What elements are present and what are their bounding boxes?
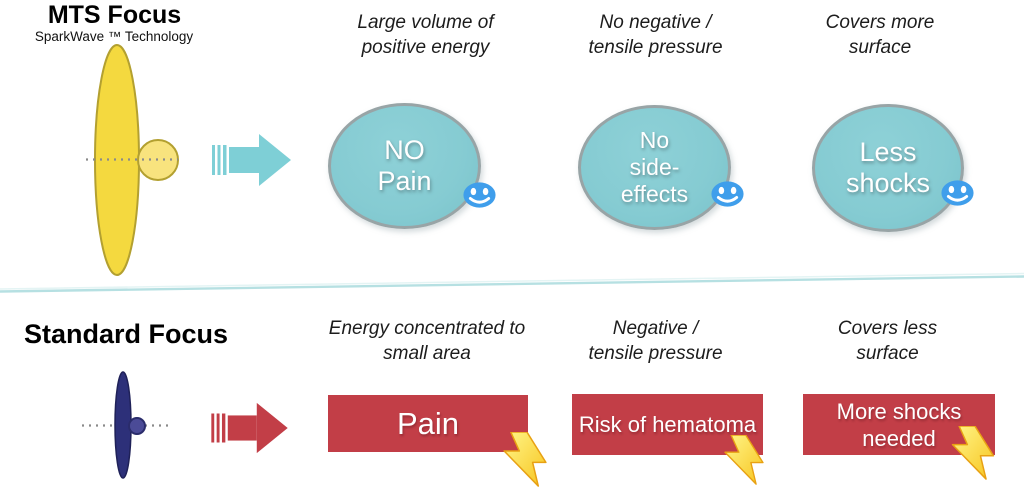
mts-focus-title: MTS Focus xyxy=(47,1,182,29)
top-label-2-line2: tensile pressure xyxy=(588,37,723,58)
mts-wave-shape xyxy=(86,44,179,276)
top-label-3: Covers more surface xyxy=(790,10,970,60)
bubble-1-line2: Pain xyxy=(377,166,432,196)
top-label-1: Large volume of positive energy xyxy=(318,10,533,60)
box-1-line1: Pain xyxy=(396,405,460,441)
box-3-line1: More shocks xyxy=(836,398,962,424)
mts-focus-subtitle: SparkWave ™ Technology xyxy=(34,29,194,44)
bubble-2-line2: side- xyxy=(629,154,680,180)
smiley-face-icon xyxy=(463,182,496,208)
bubble-3-line1: Less xyxy=(859,137,917,167)
standard-focal-zone-circle xyxy=(128,417,146,435)
box-2-line1: Risk of hematoma xyxy=(578,411,757,437)
top-label-3-line1: Covers more xyxy=(825,12,935,33)
standard-right-arrow-icon xyxy=(211,402,288,454)
smiley-face-icon xyxy=(941,180,974,206)
mts-right-arrow-icon xyxy=(212,134,291,186)
top-label-3-line2: surface xyxy=(848,37,912,58)
standard-focus-title: Standard Focus xyxy=(23,319,229,349)
box-3-line2: needed xyxy=(862,425,936,451)
bottom-label-1: Energy concentrated to small area xyxy=(308,316,546,366)
top-label-1-line2: positive energy xyxy=(361,37,490,58)
bottom-label-3-line2: surface xyxy=(856,343,919,364)
bubble-2-line3: effects xyxy=(620,181,689,207)
benefit-bubble-less-shocks: Less shocks xyxy=(812,104,964,232)
drawback-box-pain: Pain xyxy=(328,395,528,452)
bottom-label-2-line2: tensile pressure xyxy=(588,343,723,364)
divider-line xyxy=(0,272,1024,293)
bubble-1-line1: NO xyxy=(384,135,425,165)
lightning-bolt-icon xyxy=(724,435,764,485)
benefit-bubble-no-side-effects: No side- effects xyxy=(578,105,731,230)
bottom-label-2-line1: Negative / xyxy=(612,318,699,339)
bottom-label-1-line1: Energy concentrated to xyxy=(328,318,526,339)
bottom-label-3-line1: Covers less xyxy=(837,318,938,339)
smiley-face-icon xyxy=(711,181,744,207)
top-label-2: No negative / tensile pressure xyxy=(563,10,748,60)
lightning-bolt-icon xyxy=(951,426,995,480)
bottom-label-1-line2: small area xyxy=(383,343,471,364)
bubble-3-line2: shocks xyxy=(845,168,931,198)
lightning-bolt-icon xyxy=(503,432,547,487)
bottom-label-3: Covers less surface xyxy=(795,316,980,366)
benefit-bubble-no-pain: NO Pain xyxy=(328,103,481,229)
bottom-label-2: Negative / tensile pressure xyxy=(563,316,748,366)
top-label-2-line1: No negative / xyxy=(599,12,712,33)
drawback-box-hematoma: Risk of hematoma xyxy=(572,394,763,455)
standard-wave-shape xyxy=(82,371,173,479)
top-label-1-line1: Large volume of xyxy=(357,12,494,33)
bubble-2-line1: No xyxy=(639,127,670,153)
